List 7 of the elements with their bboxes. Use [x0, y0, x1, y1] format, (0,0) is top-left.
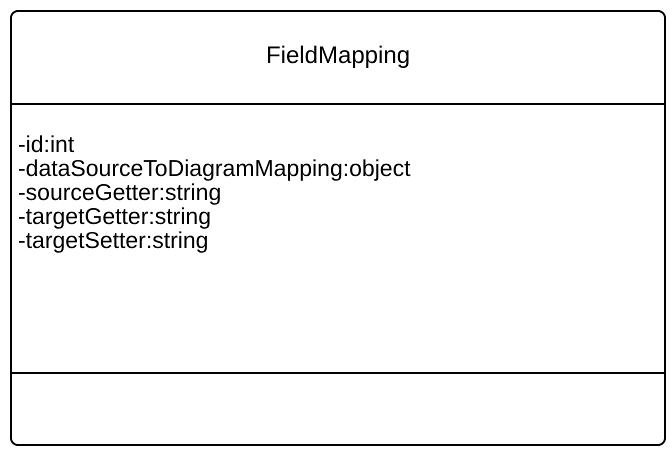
attribute-text: -dataSourceToDiagramMapping:object	[18, 156, 410, 180]
class-box	[10, 10, 666, 446]
class-name: FieldMapping	[264, 42, 412, 70]
attribute-text: -targetSetter:string	[18, 228, 208, 252]
attribute-text: -sourceGetter:string	[18, 180, 222, 204]
attribute-text: -id:int	[18, 132, 76, 156]
attribute-text: -targetGetter:string	[18, 204, 212, 228]
